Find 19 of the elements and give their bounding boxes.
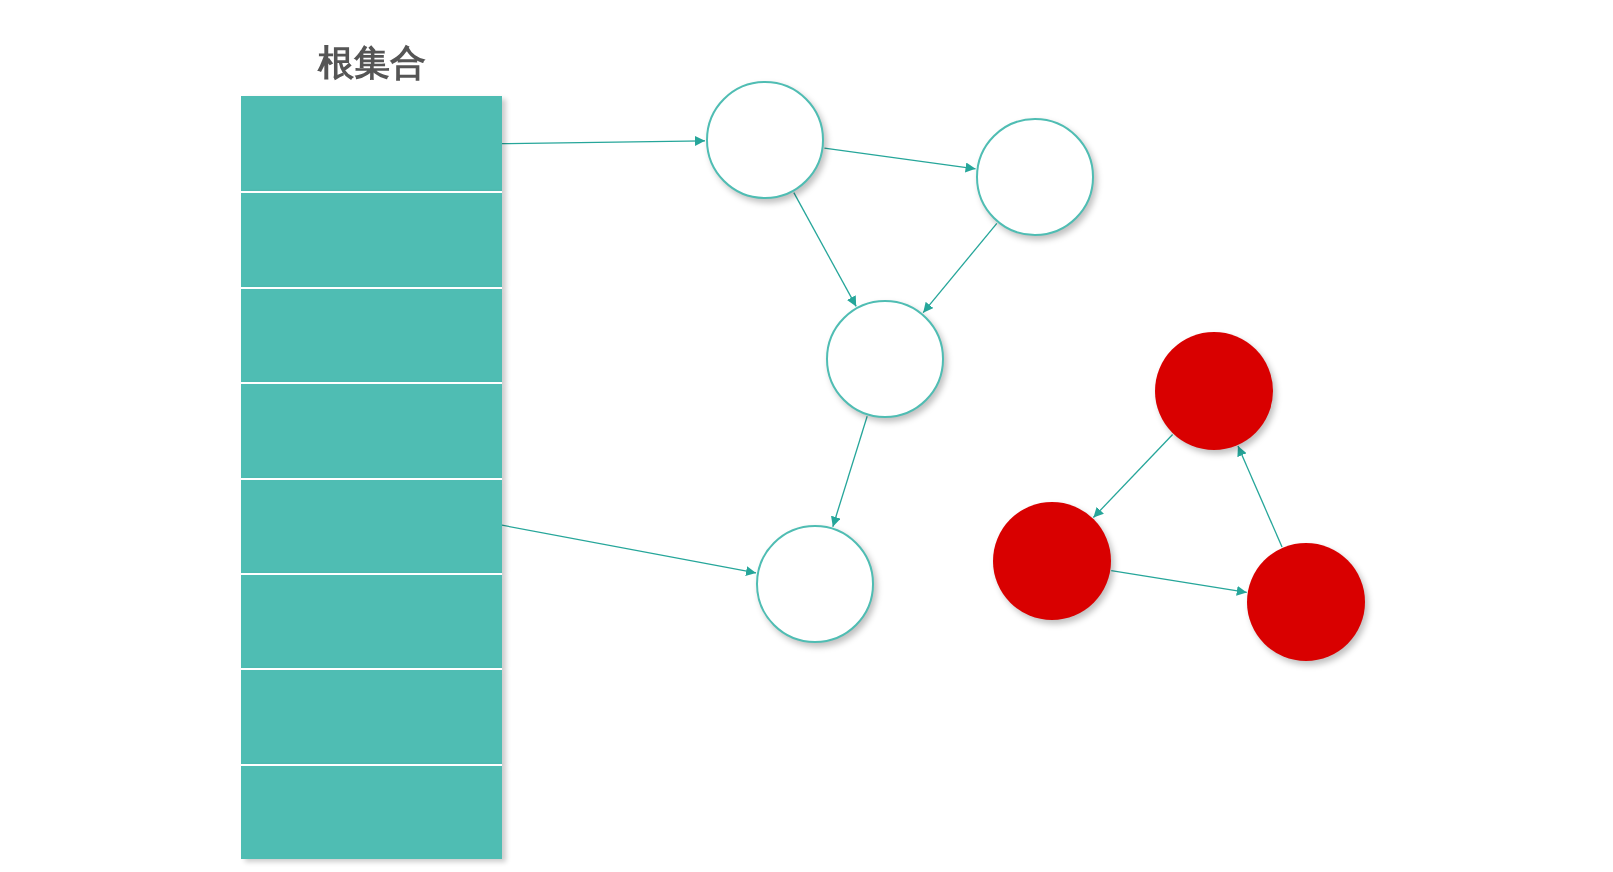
circle: [826, 300, 944, 418]
stack-cell: [241, 96, 502, 192]
stack-cell: [241, 572, 502, 669]
arrow: [922, 222, 998, 314]
arrow: [1110, 569, 1248, 596]
stack-cell: [241, 382, 502, 478]
arrow: [793, 191, 857, 308]
stack-cell: [241, 477, 502, 573]
arrow: [823, 147, 977, 173]
arrow: [501, 524, 757, 576]
arrow: [501, 136, 706, 146]
heading: 根集合: [316, 41, 427, 85]
stack-cell: [241, 286, 502, 383]
stack-cell: [241, 763, 502, 859]
stack-cell: [241, 191, 502, 287]
arrow: [1092, 433, 1174, 519]
stack-cell: [241, 668, 502, 764]
arrow: [831, 415, 868, 528]
arrow: [1237, 445, 1283, 548]
